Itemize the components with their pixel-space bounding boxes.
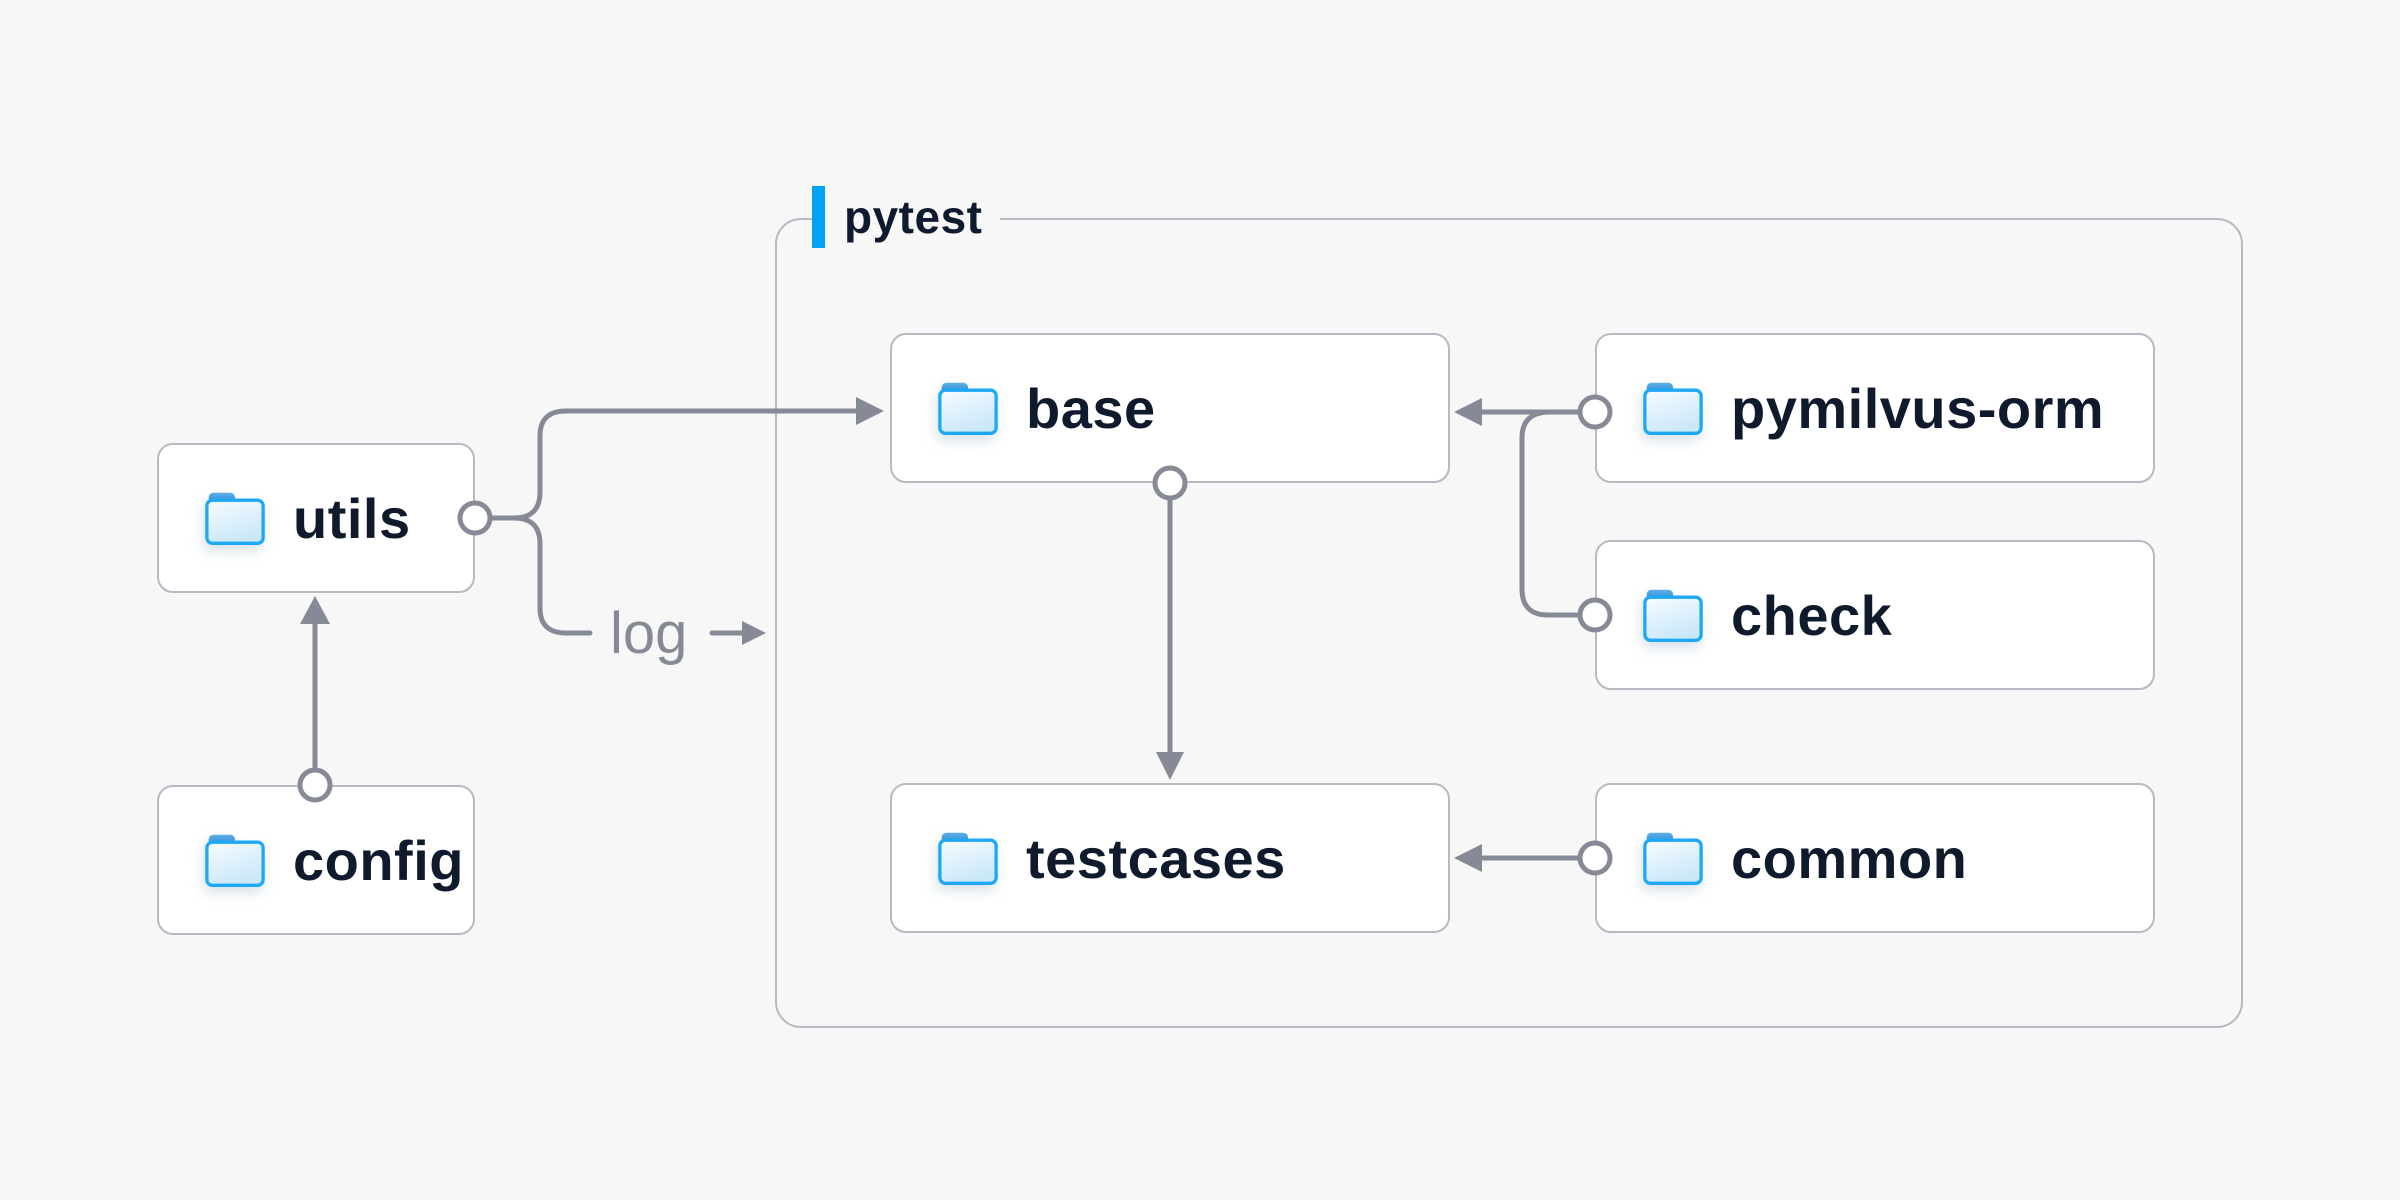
node-testcases: testcases [890,783,1450,933]
node-label: testcases [1026,826,1286,890]
node-common: common [1595,783,2155,933]
edge-utils-log: log [457,500,766,666]
edge-config-utils [297,596,333,803]
edge-label-log: log [610,601,687,666]
pytest-group-container [775,218,2243,1028]
node-pymilvus-orm: pymilvus-orm [1595,333,2155,483]
node-label: common [1731,826,1968,890]
folder-icon [1643,382,1703,435]
node-base: base [890,333,1450,483]
node-label: pymilvus-orm [1731,376,2105,440]
folder-icon [938,832,998,885]
node-label: config [293,828,464,892]
arrowhead [300,596,330,624]
folder-icon [1643,832,1703,885]
node-utils: utils [157,443,475,593]
node-check: check [1595,540,2155,690]
node-config: config [157,785,475,935]
node-label: base [1026,376,1156,440]
folder-icon [205,834,265,887]
node-label: utils [293,486,411,550]
folder-icon [938,382,998,435]
pytest-group-label: pytest [812,186,1001,248]
group-title: pytest [844,191,983,243]
arrowhead [742,621,766,645]
folder-icon [205,492,265,545]
folder-icon [1643,589,1703,642]
node-label: check [1731,583,1893,647]
accent-bar [812,186,825,248]
